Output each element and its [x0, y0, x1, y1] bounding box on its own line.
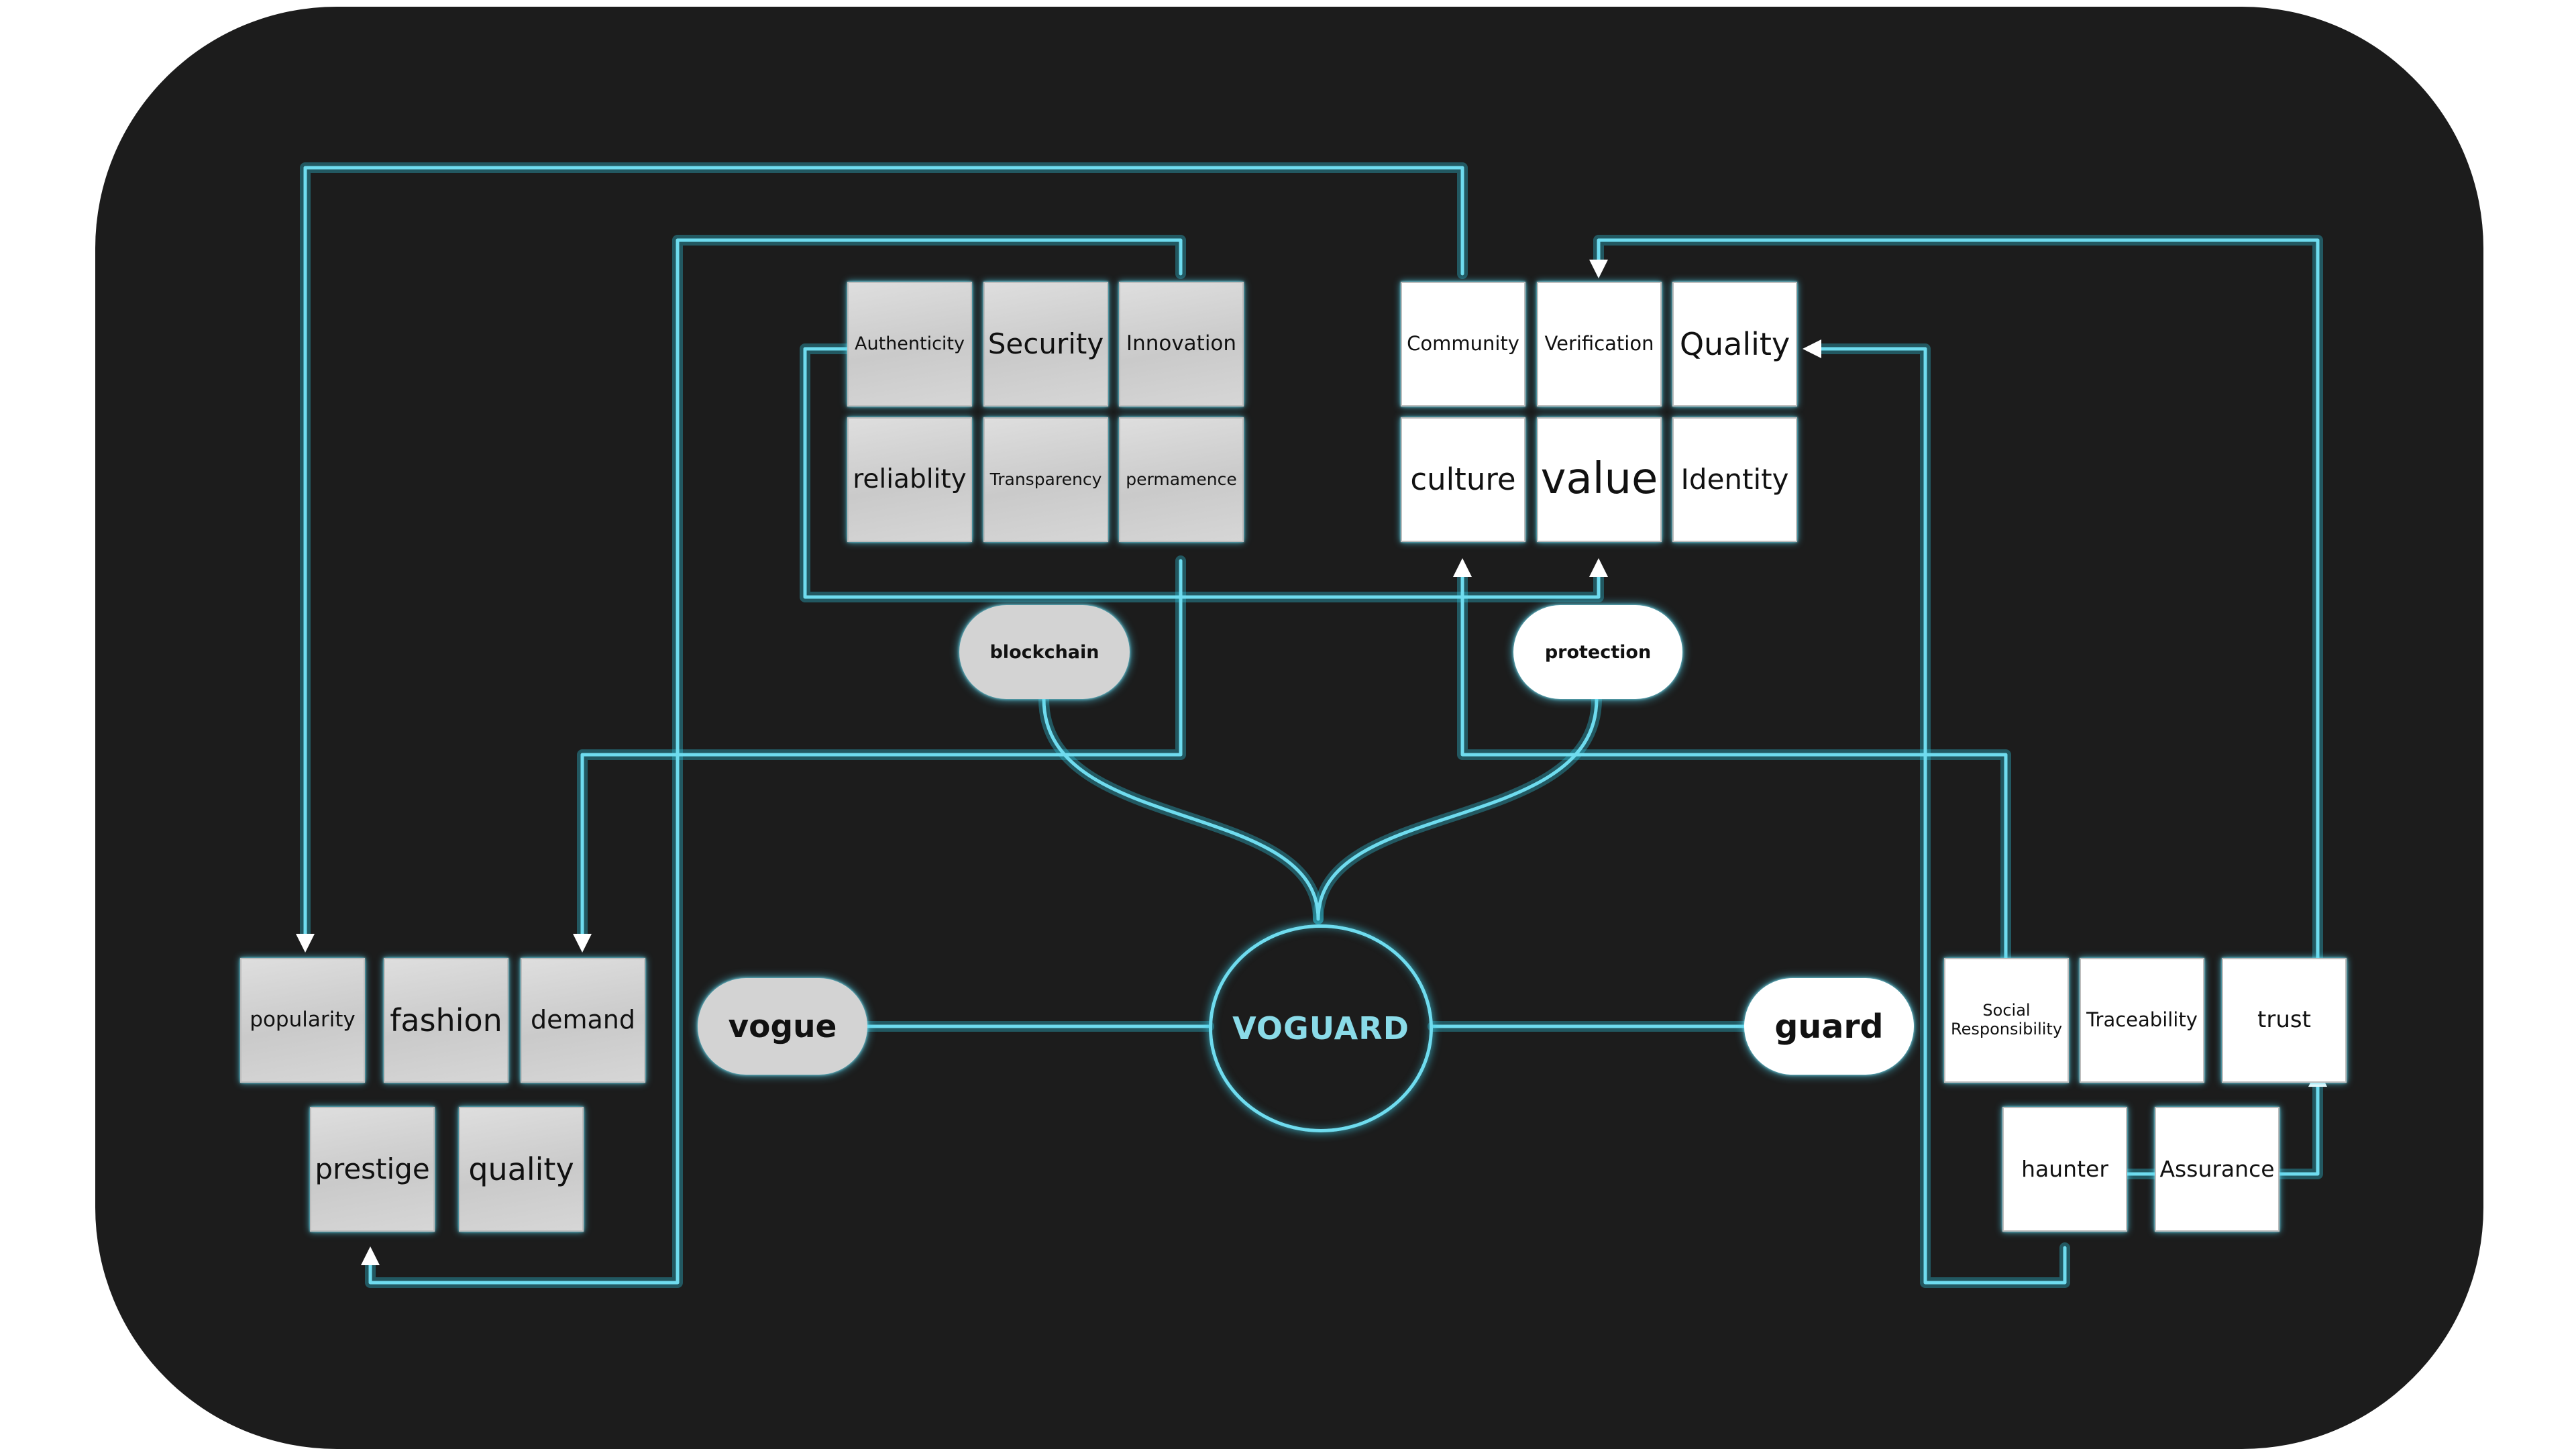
connector-blockchain-to-voguard [1042, 697, 1320, 921]
arrowhead-popularity [296, 934, 315, 953]
connector-innovation-to-prestige [368, 238, 1183, 1285]
voguard-center-node: VOGUARD [1209, 924, 1433, 1132]
connector-haunter-to-quality [1813, 347, 2067, 1285]
note-prestige: prestige [310, 1107, 435, 1232]
voguard-label: VOGUARD [1232, 1010, 1409, 1046]
note-fashion: fashion [384, 958, 508, 1083]
note-community: Community [1401, 282, 1525, 407]
arrowhead-value [1589, 558, 1608, 577]
pill-blockchain: blockchain [959, 605, 1130, 699]
arrowhead-demand [573, 934, 592, 953]
note-verification: Verification [1537, 282, 1662, 407]
pill-protection: protection [1513, 605, 1682, 699]
connector-social-responsibility-to-community [1460, 570, 2008, 960]
connector-line-layer [303, 166, 2320, 1285]
note-reliability: reliablity [847, 417, 972, 542]
note-haunter: haunter [2002, 1107, 2127, 1232]
connector-trust-to-verification [1597, 238, 2320, 960]
arrowhead-verification [1589, 260, 1608, 278]
note-demand: demand [521, 958, 645, 1083]
note-value: value [1537, 417, 1662, 542]
pill-guard: guard [1744, 978, 1914, 1075]
connector-permanence-to-demand [580, 559, 1183, 941]
note-permanence: permamence [1119, 417, 1244, 542]
note-innovation: Innovation [1119, 282, 1244, 407]
connector-authenticity-to-value [803, 347, 1601, 599]
connector-community-to-popularity [303, 166, 1464, 941]
arrowhead-prestige [361, 1246, 380, 1265]
pill-vogue: vogue [698, 978, 867, 1075]
note-traceability: Traceability [2080, 958, 2204, 1083]
note-authenticity: Authenticity [847, 282, 972, 407]
arrowhead-community [1453, 558, 1472, 577]
arrowhead-quality [1803, 339, 1821, 358]
note-identity: Identity [1672, 417, 1797, 542]
note-assurance: Assurance [2155, 1107, 2279, 1232]
note-culture: culture [1401, 417, 1525, 542]
note-social-responsibility: Social Responsibility [1944, 958, 2069, 1083]
note-security: Security [983, 282, 1108, 407]
connector-assurance-to-trust [2063, 1079, 2320, 1176]
note-popularity: popularity [240, 958, 365, 1083]
note-transparency: Transparency [983, 417, 1108, 542]
note-quality-protection: Quality [1672, 282, 1797, 407]
note-quality-vogue: quality [459, 1107, 584, 1232]
note-trust: trust [2222, 958, 2347, 1083]
connector-protection-to-voguard [1316, 697, 1599, 921]
